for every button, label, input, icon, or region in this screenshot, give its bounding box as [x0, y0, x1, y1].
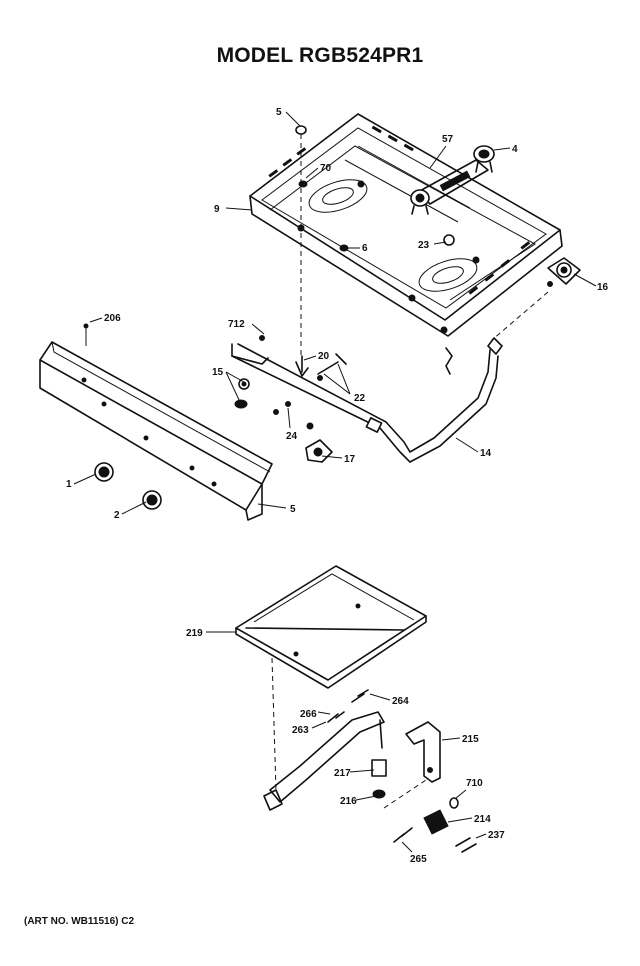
oven-baffle [235, 565, 427, 689]
part-label-1: 1 [66, 479, 72, 490]
control-panel [39, 323, 273, 521]
spring-clip [445, 347, 453, 375]
part-label-16: 16 [597, 282, 609, 293]
part-label-6: 6 [362, 243, 368, 254]
part-label-70: 70 [320, 163, 332, 174]
part-label-219: 219 [186, 628, 203, 639]
part-label-216: 216 [340, 796, 357, 807]
burner-knob [94, 462, 114, 482]
part-label-20: 20 [318, 351, 330, 362]
part-label-265: 265 [410, 854, 427, 865]
rim-slots [268, 125, 531, 295]
part-label-9: 9 [214, 204, 220, 215]
part-label-4: 4 [512, 144, 518, 155]
orifice-holder [547, 257, 581, 287]
burner-valve-assembly [410, 145, 495, 215]
part-label-214: 214 [474, 814, 491, 825]
part-labels: 5 57 4 70 9 23 6 16 206 712 20 15 22 24 … [66, 107, 609, 865]
part-label-266: 266 [300, 709, 317, 720]
model-title: MODEL RGB524PR1 [216, 44, 424, 67]
burner-knob [142, 490, 162, 510]
alignment-line [491, 291, 549, 341]
part-label-23: 23 [418, 240, 430, 251]
grommet-23 [443, 234, 455, 246]
part-label-2: 2 [114, 510, 120, 521]
part-label-5: 5 [276, 107, 282, 118]
art-number: (ART NO. WB11516) C2 [24, 916, 135, 927]
part-label-5b: 5 [290, 504, 296, 515]
pilot-assembly [405, 721, 441, 783]
alignment-line [271, 657, 277, 791]
oven-burner-tube [263, 711, 385, 811]
part-label-14: 14 [480, 448, 492, 459]
part-label-206: 206 [104, 313, 121, 324]
part-label-712: 712 [228, 319, 245, 330]
screw-5 [295, 125, 307, 135]
part-label-710: 710 [466, 778, 483, 789]
leader-lines [73, 111, 597, 853]
part-label-263: 263 [292, 725, 309, 736]
part-label-22: 22 [354, 393, 366, 404]
part-label-217: 217 [334, 768, 351, 779]
part-label-264: 264 [392, 696, 409, 707]
part-label-24: 24 [286, 431, 298, 442]
part-label-15: 15 [212, 367, 224, 378]
screw-6 [339, 244, 349, 252]
part-label-237: 237 [488, 830, 505, 841]
part-label-215: 215 [462, 734, 479, 745]
screw-70 [298, 180, 308, 188]
part-label-57: 57 [442, 134, 454, 145]
alignment-line [383, 779, 427, 809]
part-label-17: 17 [344, 454, 356, 465]
manifold-pipe [231, 335, 503, 463]
